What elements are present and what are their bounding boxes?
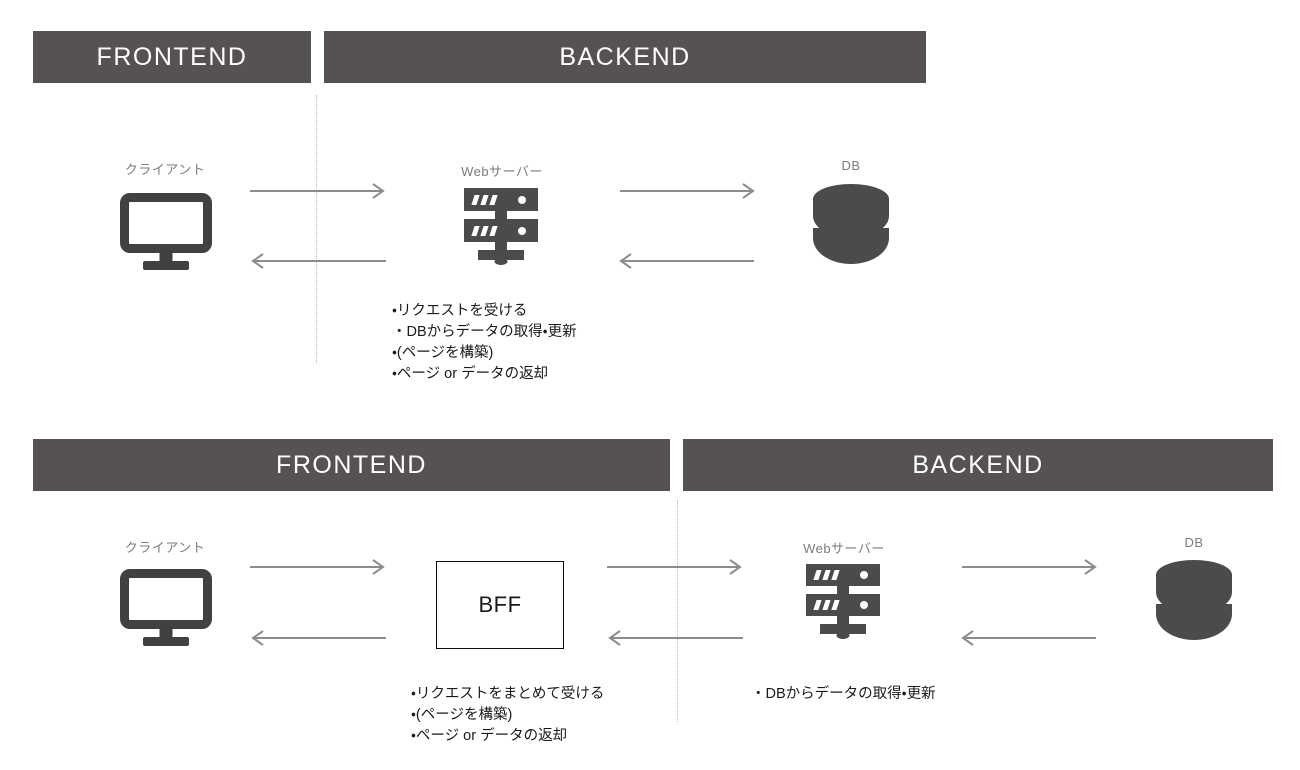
arrow-db-to-server-bottom [960,630,1096,646]
notes-web-server-top: ・リクエストを受ける ・DBからデータの取得・更新 ・(ページを構築) ・ページ… [392,301,577,385]
band-header-label: BACKEND [559,42,691,71]
band-header-label: BACKEND [912,450,1044,479]
note-item: ・リクエストを受ける [392,303,528,319]
arrow-server-to-bff [607,630,743,646]
server-icon [806,564,880,646]
node-label-db-top: DB [841,158,861,173]
notes-web-server-bottom: ・DBからデータの取得・更新 [751,684,936,705]
band-header-frontend-bottom: FRONTEND [33,439,670,491]
notes-bff: ・リクエストをまとめて受ける ・(ページを構築) ・ページ or データの返却 [411,684,604,747]
arrow-server-to-db-top [620,183,756,199]
bff-node: BFF [436,561,564,649]
note-item: ・ページ or データの返却 [392,366,549,382]
note-item: ・DBからデータの取得・更新 [392,324,577,340]
database-icon [1156,560,1232,646]
monitor-icon [120,193,212,271]
note-item: ・(ページを構築) [411,707,513,723]
band-header-label: FRONTEND [276,450,427,479]
arrow-server-to-client-top [250,253,386,269]
database-icon [813,184,889,270]
band-divider-bottom [677,500,678,722]
band-divider-top [316,95,317,363]
arrow-client-to-server-top [250,183,386,199]
band-header-label: FRONTEND [96,42,248,71]
band-header-frontend-top: FRONTEND [33,31,311,83]
note-item: ・リクエストをまとめて受ける [411,686,605,702]
bff-label: BFF [478,592,522,617]
arrow-db-to-server-top [618,253,754,269]
arrow-bff-to-client [250,630,386,646]
note-item: ・(ページを構築) [392,345,494,361]
node-label-web-server-top: Webサーバー [461,164,543,179]
node-label-db-bottom: DB [1184,535,1204,550]
arrow-bff-to-server [607,559,743,575]
arrow-server-to-db-bottom [962,559,1098,575]
monitor-icon [120,569,212,647]
band-header-backend-bottom: BACKEND [683,439,1273,491]
server-icon [464,188,538,270]
band-header-backend-top: BACKEND [324,31,926,83]
node-label-web-server-bottom: Webサーバー [803,541,885,556]
node-label-client-top: クライアント [124,162,206,177]
arrow-client-to-bff [250,559,386,575]
note-item: ・DBからデータの取得・更新 [751,686,936,702]
note-item: ・ページ or データの返却 [411,728,568,744]
node-label-client-bottom: クライアント [124,540,206,555]
